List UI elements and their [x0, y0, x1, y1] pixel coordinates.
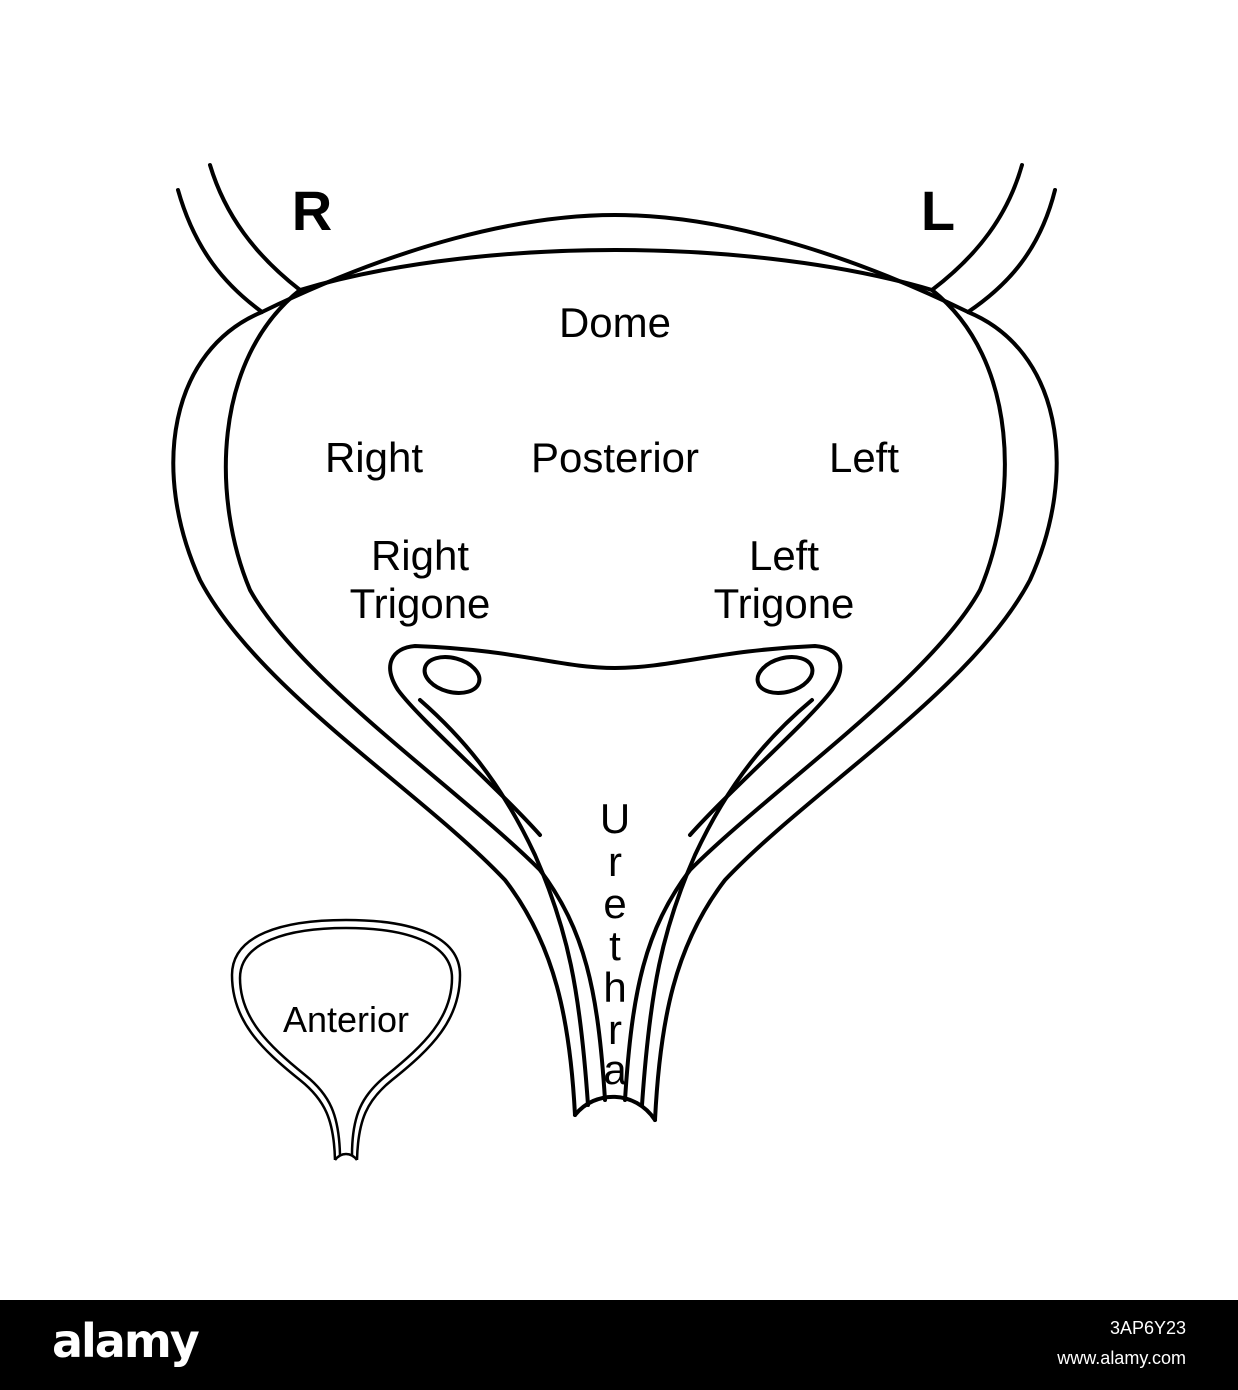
urethra-letter: r	[608, 838, 622, 885]
right-side-marker: R	[292, 179, 332, 242]
left-ureteral-orifice	[755, 655, 815, 695]
urethra-wall-left	[418, 698, 590, 1107]
right-ureter-outer	[176, 188, 264, 314]
right-trigone-label-line1: Right	[371, 532, 469, 579]
bladder-diagram: R L Dome Right Posterior Left Right Trig…	[171, 163, 1059, 1161]
urethra-letter: h	[603, 964, 626, 1011]
urethra-letter: U	[600, 795, 630, 842]
watermark-footer: alamy 3AP6Y23 www.alamy.com	[0, 1300, 1238, 1390]
left-side-marker: L	[921, 179, 955, 242]
urethra-letter: e	[603, 880, 626, 927]
bladder-outer-wall	[171, 213, 1059, 1122]
urethra-opening	[573, 1094, 657, 1122]
right-ureter-inner	[208, 163, 302, 292]
left-ureter-outer	[966, 188, 1057, 314]
left-trigone-label-line1: Left	[749, 532, 819, 579]
urethra-letter: a	[603, 1046, 627, 1093]
image-id: 3AP6Y23	[1109, 1318, 1186, 1338]
urethra-label: U r e t h r a	[600, 795, 630, 1093]
anterior-bladder-outer	[230, 918, 462, 1161]
dome-label: Dome	[559, 299, 671, 346]
posterior-label: Posterior	[531, 434, 699, 481]
left-trigone-label-line2: Trigone	[714, 580, 855, 627]
right-label: Right	[325, 434, 423, 481]
urethra-letter: t	[609, 922, 621, 969]
right-ureteral-orifice	[422, 655, 482, 695]
brand-logo: alamy	[52, 1314, 200, 1368]
left-ureter-inner	[930, 163, 1024, 292]
right-trigone-label-line2: Trigone	[350, 580, 491, 627]
urethra-letter: r	[608, 1006, 622, 1053]
left-label: Left	[829, 434, 899, 481]
site-url: www.alamy.com	[1057, 1348, 1186, 1368]
bladder-inner-wall	[223, 248, 1007, 1102]
anterior-bladder-opening	[334, 1152, 358, 1161]
anterior-label: Anterior	[283, 999, 409, 1040]
trigone-outline	[388, 644, 843, 837]
anterior-bladder-inner	[238, 926, 454, 1156]
urethra-wall-right	[640, 698, 814, 1107]
